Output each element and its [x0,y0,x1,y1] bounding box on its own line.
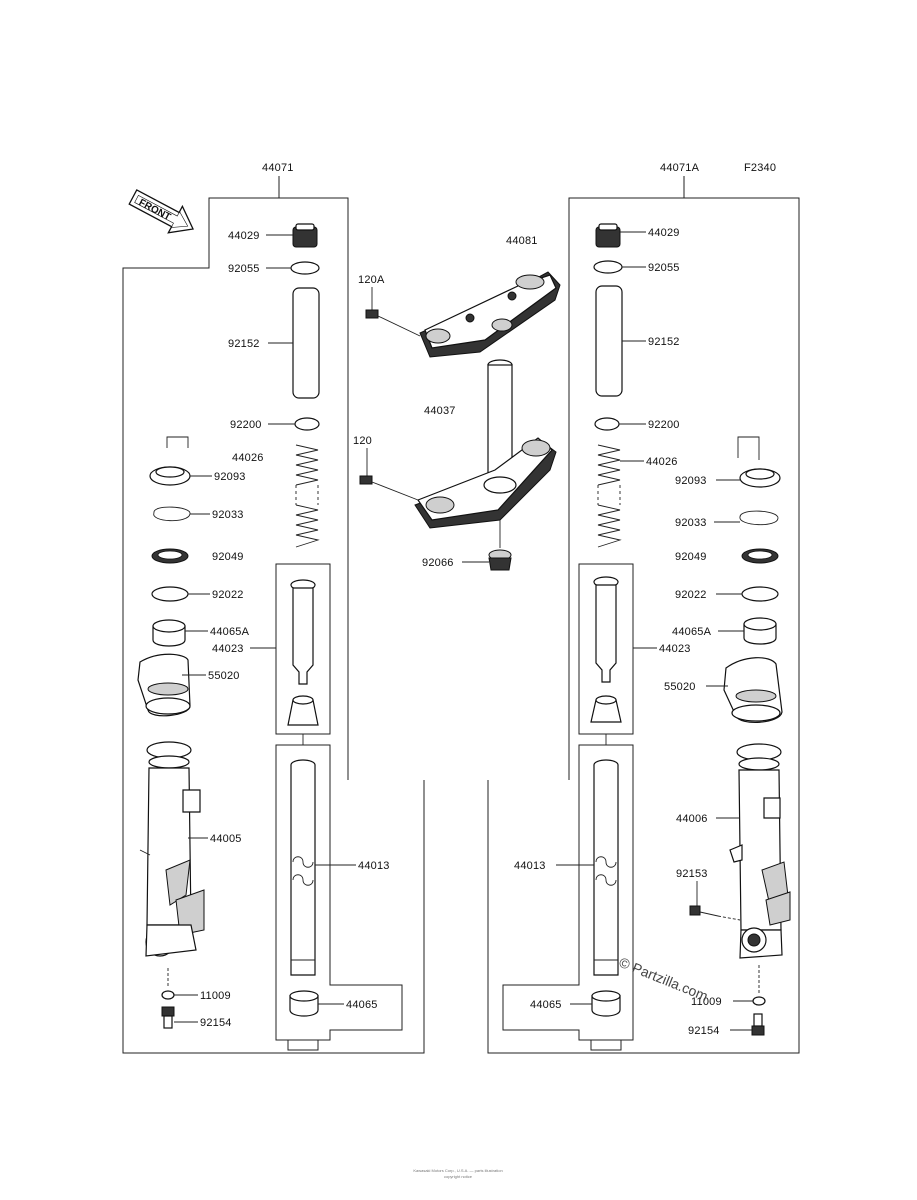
label-92049: 92049 [675,551,707,563]
spacer-tube [292,287,320,399]
label-44005: 44005 [210,833,242,845]
fork-spring [597,444,622,548]
drain-bolt [161,1006,175,1029]
footer-line-2: copyright notice [444,1174,473,1179]
label-92049: 92049 [212,551,244,563]
label-92066: 92066 [422,557,454,569]
label-55020: 55020 [208,670,240,682]
label-11009: 11009 [691,996,722,1008]
footer-line-1: Kawasaki Motors Corp., U.S.A. — parts il… [413,1168,502,1173]
label-44065: 44065 [530,999,562,1011]
clamp-bolt-lower [359,475,419,501]
stem-seal [488,549,512,571]
label-92033: 92033 [675,517,707,529]
label-44037: 44037 [424,405,456,417]
drain-gasket [161,990,175,1000]
clamp-bolt-upper [365,309,421,337]
front-arrow-icon: FRONT [128,189,194,234]
guide-bushing-lower [289,995,319,1017]
left-fork-group-label: 44071 [262,162,294,174]
label-92055: 92055 [648,262,680,274]
label-92200: 92200 [648,419,680,431]
label-44065A: 44065A [672,626,712,638]
label-44081: 44081 [506,235,538,247]
lower-triple-clamp-stem [414,359,557,529]
label-92153: 92153 [676,868,708,880]
label-92152: 92152 [228,338,260,350]
outer-tube-right [729,743,791,959]
label-11009: 11009 [200,990,231,1002]
figure-code: F2340 [744,162,776,174]
label-44065A: 44065A [210,626,250,638]
label-44013: 44013 [358,860,390,872]
inner-tube-right [593,759,619,976]
axle-clamp-bolt [689,905,719,917]
upper-triple-clamp [419,271,561,358]
label-44026: 44026 [646,456,678,468]
inner-tube-left [290,759,316,976]
label-92200: 92200 [230,419,262,431]
label-92152: 92152 [648,336,680,348]
label-44026: 44026 [232,452,264,464]
label-44029: 44029 [228,230,260,242]
circlip [739,510,779,526]
steering-stem-group: 44081 120A 44037 120 [353,235,561,571]
drain-bolt [751,1013,765,1036]
damper-cylinder [287,579,319,726]
o-ring [290,261,320,275]
label-92033: 92033 [212,509,244,521]
label-92022: 92022 [212,589,244,601]
label-92093: 92093 [675,475,707,487]
left-fork-group: 44071 44029 92055 92152 92200 44026 [122,162,425,1054]
outer-tube-left [139,741,205,957]
label-44065: 44065 [346,999,378,1011]
label-55020: 55020 [664,681,696,693]
spacer-tube [595,285,623,397]
label-92055: 92055 [228,263,260,275]
label-92154: 92154 [200,1017,232,1029]
washer [594,417,620,431]
fork-spring [295,444,320,548]
label-44023: 44023 [212,643,244,655]
right-fork-group-label: 44071A [660,162,700,174]
label-120: 120 [353,435,372,447]
drain-gasket [752,996,766,1006]
label-92154: 92154 [688,1025,720,1037]
circlip [153,506,191,522]
label-44029: 44029 [648,227,680,239]
right-fork-group: 44071A 44029 92055 92152 92200 44026 [487,162,800,1054]
washer [294,417,320,431]
label-44023: 44023 [659,643,691,655]
label-44013: 44013 [514,860,546,872]
label-92022: 92022 [675,589,707,601]
seal-washer [151,586,189,602]
seal-washer [741,586,779,602]
label-44006: 44006 [676,813,708,825]
watermark: © Partzilla.com [617,954,710,1004]
label-120A: 120A [358,274,385,286]
guide-bushing-lower [591,995,621,1017]
damper-cylinder [590,576,622,723]
label-92093: 92093 [214,471,246,483]
o-ring [593,260,623,274]
